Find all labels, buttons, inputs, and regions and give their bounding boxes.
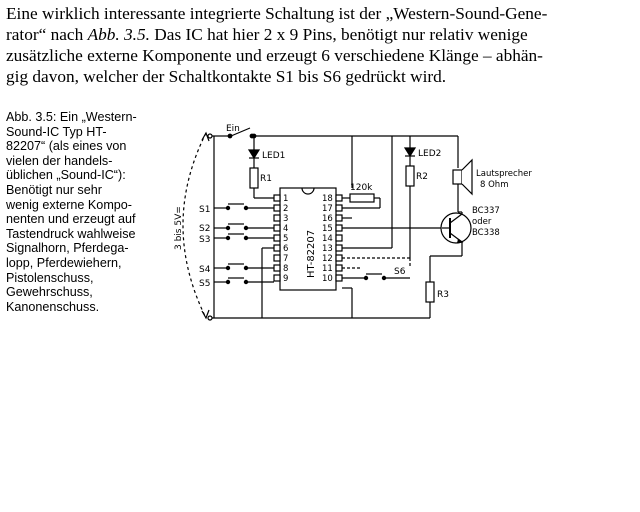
r1-label: R1 — [260, 174, 272, 184]
paragraph-line-2b: Das IC hat hier 2 x 9 Pins, benötigt nur… — [149, 25, 528, 44]
pin-label-right: 15 — [322, 224, 333, 234]
ic-name-label: HT-82207 — [306, 230, 317, 278]
pin-label-left: 2 — [283, 204, 288, 214]
transistor-circle — [440, 212, 472, 244]
s4-label: S4 — [199, 265, 211, 275]
caption-line: nenten und erzeugt auf — [6, 212, 136, 227]
figure-caption: Abb. 3.5: Ein „Western- Sound-IC Typ HT-… — [6, 110, 166, 314]
resistor-120k — [349, 193, 375, 203]
caption-line: Signalhorn, Pferdega- — [6, 241, 129, 256]
pin-label-left: 6 — [283, 244, 288, 254]
pin-label-right: 16 — [322, 214, 333, 224]
pin-label-left: 7 — [283, 254, 288, 264]
caption-line: wenig externe Kompo- — [6, 197, 133, 212]
caption-line: Pistolenschuss, — [6, 270, 94, 285]
led1-symbol — [247, 149, 261, 160]
switch-s3 — [214, 233, 274, 241]
switch-s1 — [214, 203, 274, 211]
caption-line: Abb. 3.5: Ein „Western- — [6, 110, 137, 124]
r3-resistor — [425, 281, 435, 303]
left-pin-stubs — [273, 194, 281, 282]
pin-label-left: 4 — [283, 224, 288, 234]
switch-s4 — [214, 263, 274, 271]
supply-arrow-bottom — [201, 309, 210, 320]
ic-body — [279, 187, 337, 291]
ic-pin-numbers: 1 2 3 4 5 6 7 8 9 18 17 16 15 14 13 12 1… — [283, 194, 333, 284]
caption-line: üblichen „Sound-IC“): — [6, 168, 126, 183]
pin-label-left: 5 — [283, 234, 288, 244]
s1-label: S1 — [199, 205, 210, 215]
pin-label-right: 12 — [322, 254, 333, 264]
led1-label: LED1 — [262, 151, 285, 161]
caption-line: Benötigt nur sehr — [6, 182, 102, 197]
caption-line: Gewehrschuss, — [6, 285, 93, 300]
speaker-label-1: Lautsprecher — [476, 169, 532, 179]
r2-resistor — [405, 165, 415, 187]
pin-label-left: 3 — [283, 214, 288, 224]
main-switch — [230, 127, 251, 137]
s2-label: S2 — [199, 224, 210, 234]
paragraph-line-1: Eine wirklich interessante integrierte S… — [6, 4, 548, 23]
caption-line: 82207“ (als eines von — [6, 139, 127, 154]
transistor-label-2: oder — [472, 217, 492, 227]
pin-label-right: 17 — [322, 204, 333, 214]
s6-label: S6 — [394, 267, 406, 277]
speaker-label-2: 8 Ohm — [480, 180, 508, 190]
pin-label-left: 9 — [283, 274, 288, 284]
r3-label: R3 — [437, 290, 449, 300]
caption-line: lopp, Pferdewiehern, — [6, 255, 122, 270]
caption-line: vielen der handels- — [6, 153, 113, 168]
resistor-120k-label: 120k — [350, 183, 373, 193]
pin-label-right: 18 — [322, 194, 333, 204]
pin-label-right: 10 — [322, 274, 333, 284]
led2-symbol — [403, 147, 417, 158]
body-paragraph: Eine wirklich interessante integrierte S… — [6, 3, 632, 87]
s3-label: S3 — [199, 235, 210, 245]
paragraph-line-4: gig davon, welcher der Schaltkontakte S1… — [6, 67, 447, 86]
paragraph-line-2: rator“ nach Abb. 3.5. Das IC hat hier 2 … — [6, 24, 632, 45]
speaker-cone — [461, 158, 473, 196]
supply-arc — [182, 132, 207, 319]
pin-label-right: 14 — [322, 234, 333, 244]
pin-label-left: 8 — [283, 264, 288, 274]
transistor-label-1: BC337 — [472, 206, 500, 216]
pin-label-left: 1 — [283, 194, 288, 204]
supply-arrow-top — [201, 131, 210, 142]
pin-label-right: 13 — [322, 244, 333, 254]
r2-label: R2 — [416, 172, 428, 182]
s5-label: S5 — [199, 279, 210, 289]
right-pin-stubs — [335, 194, 343, 282]
speaker-body — [452, 169, 463, 185]
pin-label-right: 11 — [322, 264, 333, 274]
switch-s6 — [342, 273, 410, 281]
switch-s2 — [214, 223, 274, 231]
caption-line: Kanonenschuss. — [6, 299, 100, 314]
supply-label: 3 bis 5V= — [174, 206, 184, 250]
switch-s5 — [214, 277, 274, 285]
transistor-label-3: BC338 — [472, 228, 500, 238]
r1-resistor — [249, 167, 259, 189]
main-switch-label: Ein — [226, 124, 240, 134]
figure-reference: Abb. 3.5. — [87, 25, 150, 44]
paragraph-line-3: zusätzliche externe Komponente und erzeu… — [6, 46, 543, 65]
circuit-schematic: Ein LED1 LED2 R1 R2 R3 120k Lautsprecher… — [174, 124, 532, 321]
caption-line: Tastendruck wahlweise — [6, 226, 136, 241]
paragraph-line-2a: rator“ nach — [6, 25, 88, 44]
led2-label: LED2 — [418, 149, 441, 159]
caption-line: Sound-IC Typ HT- — [6, 124, 107, 139]
